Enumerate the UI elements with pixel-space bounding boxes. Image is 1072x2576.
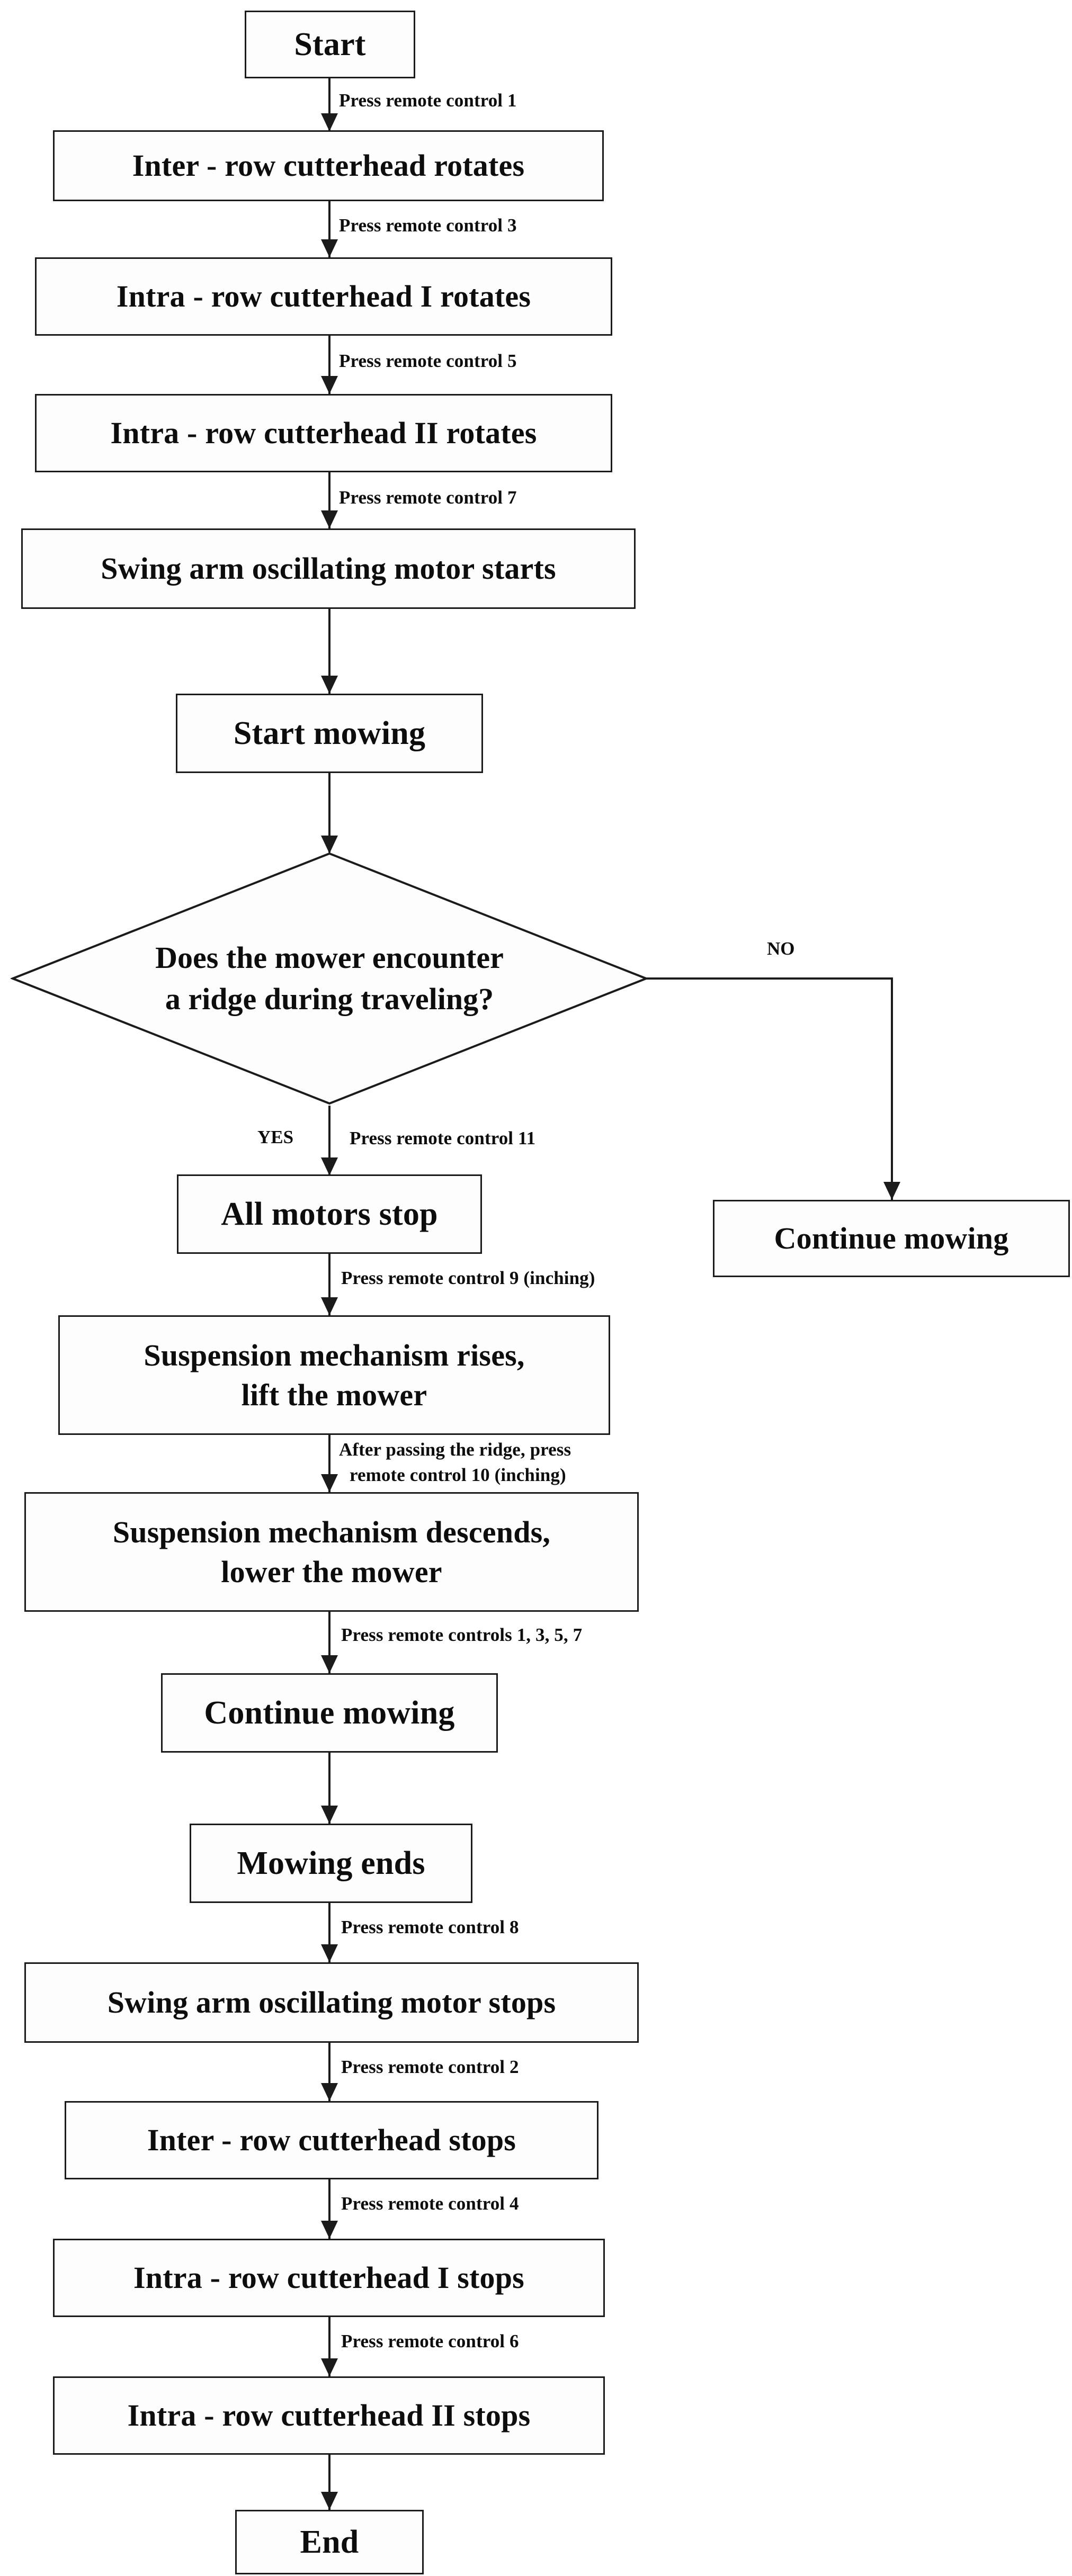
edge-intra1-stops-to-intra2-stops bbox=[328, 2317, 330, 2376]
arrowhead-intra1-to-intra2 bbox=[321, 376, 338, 394]
arrowhead-swing-stops-to-inter-stops bbox=[321, 2083, 338, 2101]
node-swing-arm-motor-stops-label: Swing arm oscillating motor stops bbox=[107, 1985, 556, 2020]
edge-label-press-4: Press remote control 4 bbox=[341, 2193, 519, 2214]
edge-label-after-ridge-line1: After passing the ridge, press bbox=[339, 1439, 571, 1460]
edge-continue-to-mowing-ends bbox=[328, 1753, 330, 1824]
node-continue-mowing-no[interactable]: Continue mowing bbox=[713, 1200, 1070, 1277]
node-suspension-rises-line2: lift the mower bbox=[241, 1378, 427, 1412]
node-suspension-rises-line1: Suspension mechanism rises, bbox=[144, 1338, 525, 1372]
edge-label-press-8: Press remote control 8 bbox=[341, 1917, 519, 1937]
diamond-outline bbox=[11, 852, 648, 1105]
edge-label-press-5: Press remote control 5 bbox=[339, 351, 517, 371]
arrowhead-susp-descends-to-continue bbox=[321, 1655, 338, 1673]
node-start[interactable]: Start bbox=[245, 11, 415, 78]
edge-label-press-1: Press remote control 1 bbox=[339, 90, 517, 111]
edge-inter-to-intra1 bbox=[328, 201, 330, 257]
branch-label-yes: YES bbox=[257, 1127, 294, 1147]
arrowhead-intra2-to-swing-start bbox=[321, 510, 338, 528]
node-start-label: Start bbox=[294, 26, 366, 62]
edge-label-press-3: Press remote control 3 bbox=[339, 215, 517, 236]
edge-susp-rises-to-susp-descends bbox=[328, 1435, 330, 1492]
node-decision-ridge-line1: Does the mower encounter bbox=[155, 940, 504, 975]
node-all-motors-stop[interactable]: All motors stop bbox=[177, 1174, 482, 1254]
edge-label-after-ridge-line2: remote control 10 (inching) bbox=[350, 1465, 566, 1485]
node-end[interactable]: End bbox=[235, 2510, 424, 2574]
node-end-label: End bbox=[300, 2524, 359, 2560]
arrowhead-continue-to-mowing-ends bbox=[321, 1806, 338, 1824]
edge-start-to-inter bbox=[328, 78, 330, 130]
node-start-mowing[interactable]: Start mowing bbox=[176, 694, 483, 773]
edge-label-press-1357: Press remote controls 1, 3, 5, 7 bbox=[341, 1624, 583, 1645]
node-start-mowing-label: Start mowing bbox=[233, 715, 426, 751]
arrowhead-mowing-ends-to-swing-stops bbox=[321, 1944, 338, 1962]
edge-label-press-11: Press remote control 11 bbox=[350, 1128, 536, 1148]
node-suspension-descends-text: Suspension mechanism descends, lower the… bbox=[102, 1512, 561, 1592]
node-mowing-ends-label: Mowing ends bbox=[237, 1845, 425, 1881]
edge-swing-start-to-start-mowing bbox=[328, 609, 330, 694]
arrowhead-all-stop-to-susp-rises bbox=[321, 1297, 338, 1315]
edge-label-press-2: Press remote control 2 bbox=[341, 2057, 519, 2077]
arrowhead-swing-start-to-start-mowing bbox=[321, 676, 338, 694]
node-mowing-ends[interactable]: Mowing ends bbox=[190, 1824, 472, 1903]
node-decision-ridge[interactable]: Does the mower encounter a ridge during … bbox=[11, 851, 648, 1106]
edge-label-press-7: Press remote control 7 bbox=[339, 487, 517, 508]
node-swing-arm-motor-stops[interactable]: Swing arm oscillating motor stops bbox=[24, 1962, 639, 2043]
edge-label-press-9-inching: Press remote control 9 (inching) bbox=[341, 1268, 595, 1288]
edge-no-horizontal bbox=[646, 977, 893, 980]
node-suspension-descends[interactable]: Suspension mechanism descends, lower the… bbox=[24, 1492, 639, 1612]
node-suspension-descends-line2: lower the mower bbox=[221, 1555, 442, 1589]
node-continue-mowing-yes[interactable]: Continue mowing bbox=[161, 1673, 498, 1753]
node-inter-row-cutterhead-rotates-label: Inter - row cutterhead rotates bbox=[132, 148, 525, 183]
node-suspension-rises-text: Suspension mechanism rises, lift the mow… bbox=[133, 1335, 535, 1415]
edge-all-stop-to-susp-rises bbox=[328, 1254, 330, 1315]
edge-swing-stops-to-inter-stops bbox=[328, 2043, 330, 2101]
arrowhead-inter-to-intra1 bbox=[321, 239, 338, 257]
node-decision-ridge-text: Does the mower encounter a ridge during … bbox=[74, 937, 584, 1019]
node-swing-arm-motor-starts[interactable]: Swing arm oscillating motor starts bbox=[21, 528, 636, 609]
node-inter-row-cutterhead-stops-label: Inter - row cutterhead stops bbox=[147, 2123, 516, 2158]
node-decision-ridge-line2: a ridge during traveling? bbox=[165, 982, 494, 1016]
node-all-motors-stop-label: All motors stop bbox=[221, 1196, 438, 1232]
edge-mowing-ends-to-swing-stops bbox=[328, 1903, 330, 1962]
edge-inter-stops-to-intra1-stops bbox=[328, 2179, 330, 2239]
arrowhead-yes-to-all-motors-stop bbox=[321, 1157, 338, 1175]
node-intra-row-cutterhead-ii-rotates[interactable]: Intra - row cutterhead II rotates bbox=[35, 394, 612, 472]
node-swing-arm-motor-starts-label: Swing arm oscillating motor starts bbox=[101, 551, 556, 586]
arrowhead-inter-stops-to-intra1-stops bbox=[321, 2221, 338, 2239]
arrowhead-start-to-inter bbox=[321, 113, 338, 131]
node-continue-mowing-yes-label: Continue mowing bbox=[204, 1694, 455, 1731]
node-intra-row-cutterhead-i-stops[interactable]: Intra - row cutterhead I stops bbox=[53, 2239, 605, 2317]
edge-label-press-6: Press remote control 6 bbox=[341, 2331, 519, 2351]
node-suspension-rises[interactable]: Suspension mechanism rises, lift the mow… bbox=[58, 1315, 610, 1435]
edge-susp-descends-to-continue bbox=[328, 1612, 330, 1673]
arrowhead-intra2-stops-to-end bbox=[321, 2492, 338, 2510]
node-intra-row-cutterhead-i-stops-label: Intra - row cutterhead I stops bbox=[133, 2260, 524, 2295]
node-suspension-descends-line1: Suspension mechanism descends, bbox=[112, 1514, 551, 1549]
node-continue-mowing-no-label: Continue mowing bbox=[774, 1221, 1009, 1256]
branch-label-no: NO bbox=[767, 938, 795, 959]
node-intra-row-cutterhead-i-rotates-label: Intra - row cutterhead I rotates bbox=[116, 279, 531, 314]
edge-intra2-stops-to-end bbox=[328, 2455, 330, 2510]
arrowhead-intra1-stops-to-intra2-stops bbox=[321, 2358, 338, 2376]
arrowhead-start-mowing-to-decision bbox=[321, 836, 338, 854]
node-inter-row-cutterhead-rotates[interactable]: Inter - row cutterhead rotates bbox=[53, 130, 604, 201]
node-inter-row-cutterhead-stops[interactable]: Inter - row cutterhead stops bbox=[65, 2101, 598, 2179]
node-intra-row-cutterhead-ii-stops[interactable]: Intra - row cutterhead II stops bbox=[53, 2376, 605, 2455]
edge-intra1-to-intra2 bbox=[328, 336, 330, 394]
node-intra-row-cutterhead-i-rotates[interactable]: Intra - row cutterhead I rotates bbox=[35, 257, 612, 336]
node-intra-row-cutterhead-ii-stops-label: Intra - row cutterhead II stops bbox=[127, 2398, 531, 2433]
edge-yes-to-all-motors-stop bbox=[328, 1106, 330, 1174]
edge-start-mowing-to-decision bbox=[328, 773, 330, 852]
node-intra-row-cutterhead-ii-rotates-label: Intra - row cutterhead II rotates bbox=[110, 416, 537, 451]
arrowhead-no-to-continue bbox=[883, 1182, 900, 1200]
arrowhead-susp-rises-to-susp-descends bbox=[321, 1474, 338, 1492]
edge-intra2-to-swing-start bbox=[328, 472, 330, 528]
edge-no-vertical bbox=[891, 977, 893, 1200]
